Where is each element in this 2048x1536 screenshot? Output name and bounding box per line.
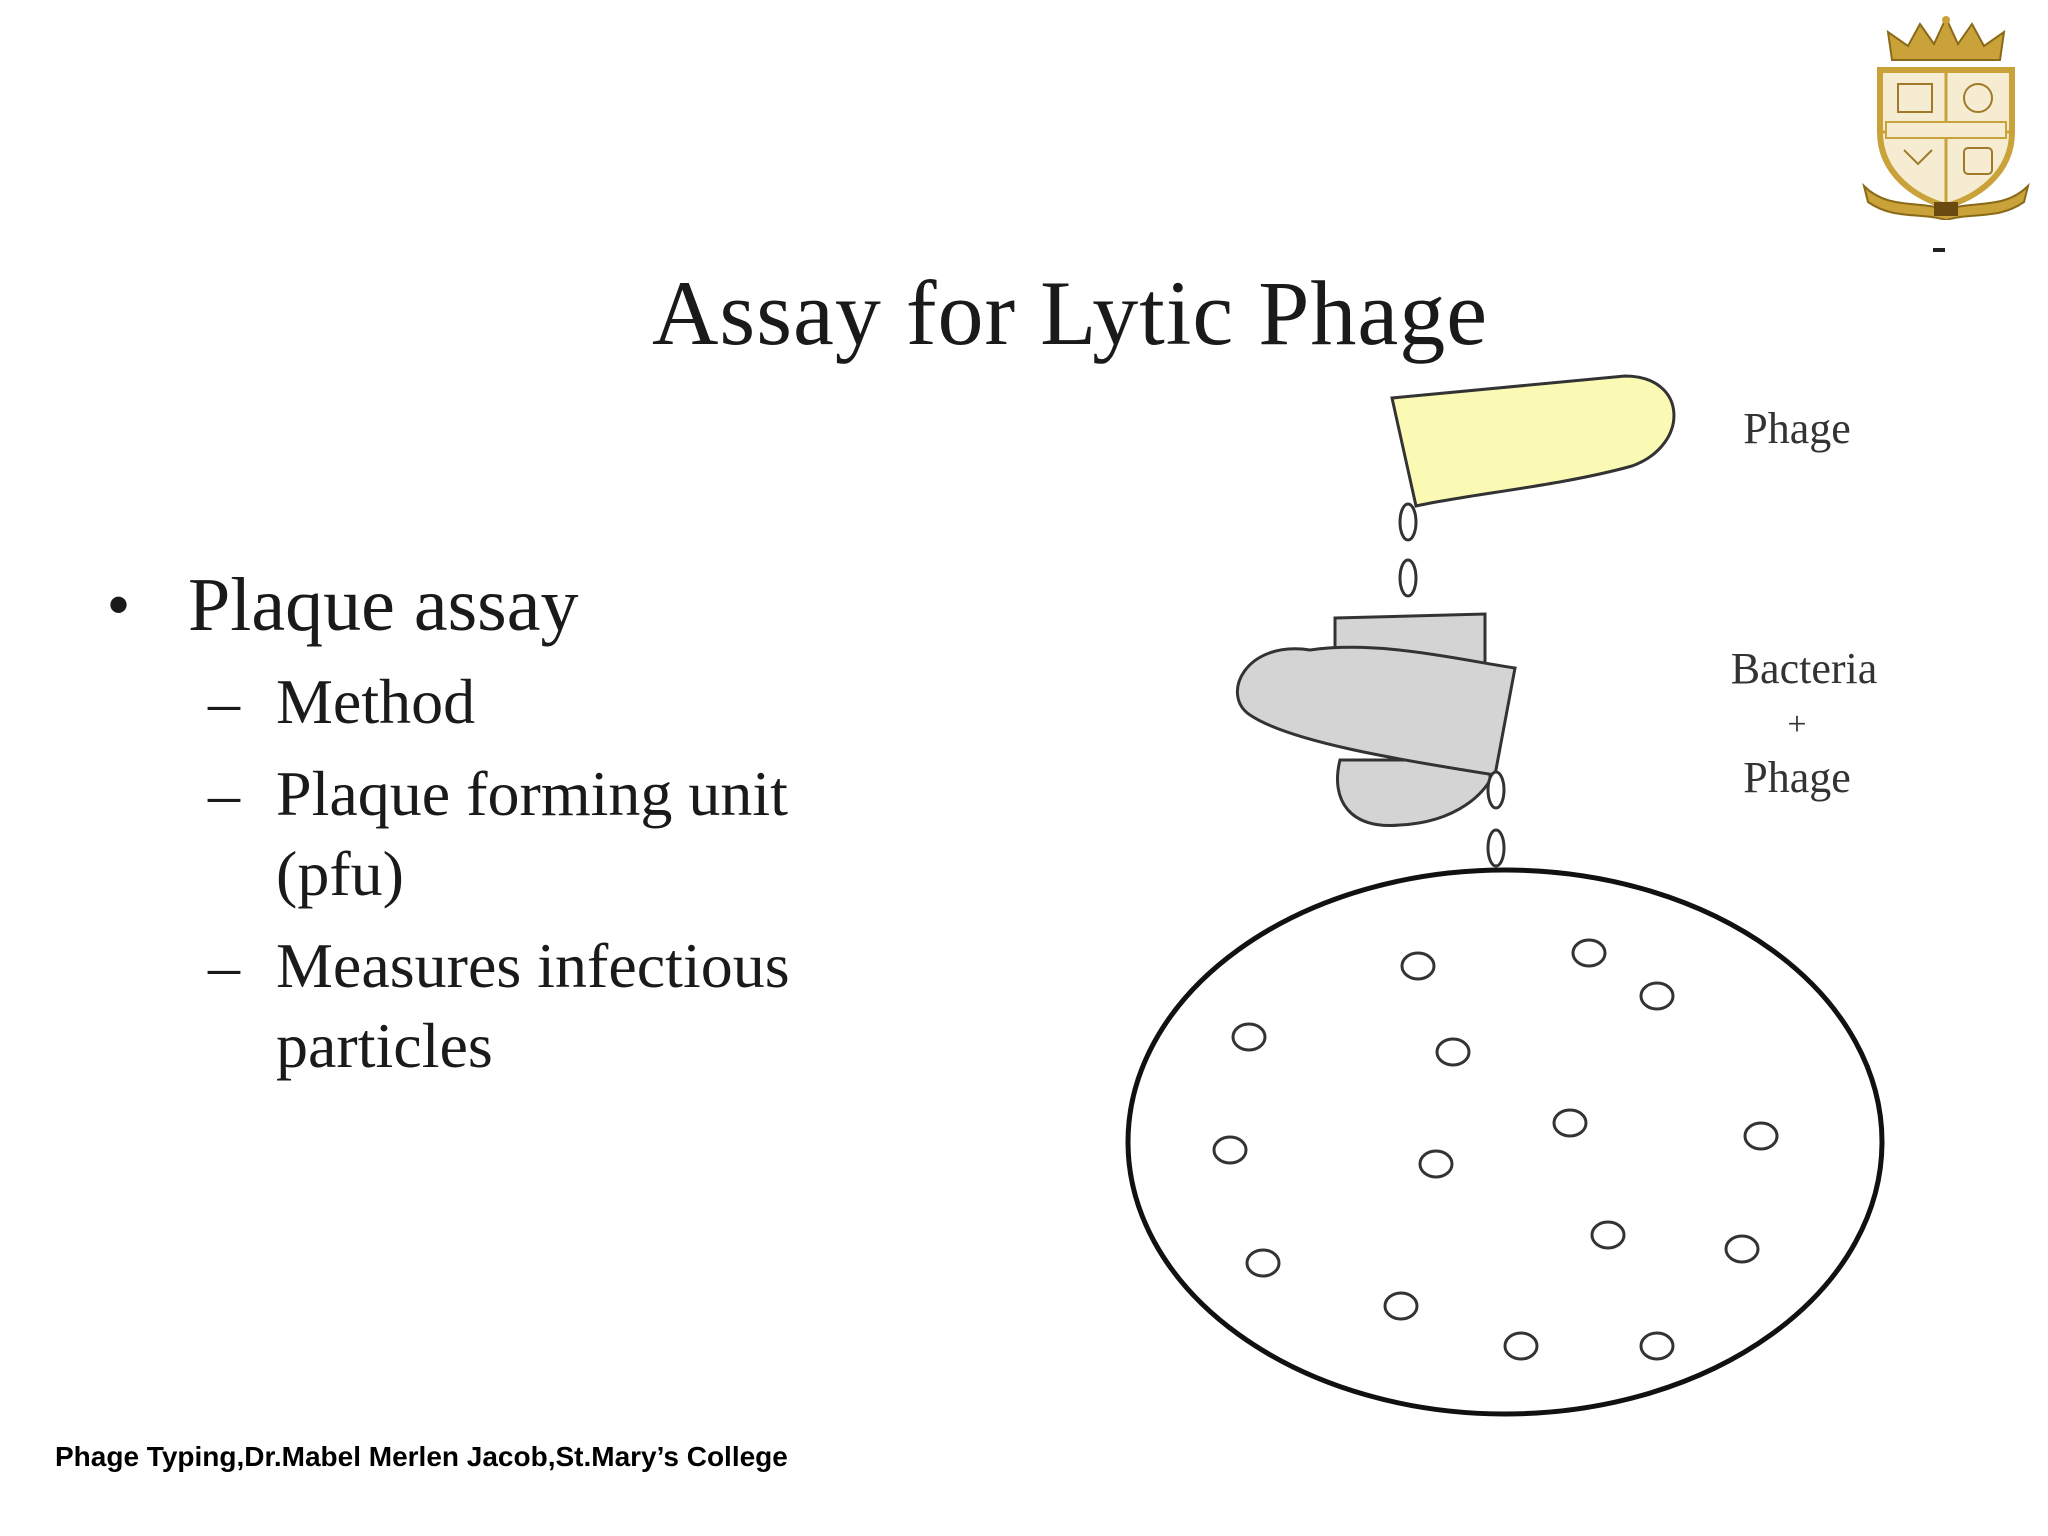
phage-label: Phage	[1743, 404, 1851, 453]
phage-label-2: Phage	[1743, 753, 1851, 802]
subbullet-item: – Method	[100, 662, 1000, 742]
plaque	[1418, 1149, 1454, 1179]
plaque	[1724, 1234, 1760, 1264]
bullet-item: • Plaque assay	[100, 560, 1000, 650]
plaque	[1212, 1135, 1248, 1165]
subbullet-item: – Measures infectious particles	[100, 926, 1000, 1086]
plaque	[1571, 938, 1607, 968]
subbullet-text: Method	[276, 666, 476, 737]
small-dash-mark	[1933, 248, 1945, 252]
plaque	[1503, 1331, 1539, 1361]
plaque	[1435, 1037, 1471, 1067]
plaque	[1552, 1108, 1588, 1138]
bacteria-label: Bacteria	[1731, 644, 1878, 693]
phage-tube	[1390, 374, 1676, 508]
bacteria-tube-bottom	[1336, 758, 1492, 828]
subbullet-text: particles	[276, 1010, 493, 1081]
bacteria-drop	[1486, 828, 1506, 868]
plaque	[1383, 1291, 1419, 1321]
plaque	[1639, 1331, 1675, 1361]
plaques	[1212, 938, 1779, 1361]
subbullet-text: Measures infectious	[276, 930, 790, 1001]
college-crest-icon	[1862, 15, 2030, 220]
subbullet-marker: –	[208, 930, 240, 1001]
plaque	[1245, 1248, 1281, 1278]
plaque	[1400, 951, 1436, 981]
subbullet-text: (pfu)	[276, 838, 404, 909]
plaque	[1231, 1022, 1267, 1052]
bullet-list: • Plaque assay – Method – Plaque forming…	[100, 560, 1000, 1098]
subbullet-marker: –	[208, 758, 240, 829]
plaque	[1743, 1121, 1779, 1151]
bacteria-drop	[1486, 770, 1506, 810]
subbullet-marker: –	[208, 666, 240, 737]
subbullet-item: – Plaque forming unit (pfu)	[100, 754, 1000, 914]
bullet-marker: •	[108, 571, 130, 638]
bullet-text: Plaque assay	[188, 563, 579, 647]
phage-drop	[1398, 558, 1418, 598]
plaque	[1590, 1220, 1626, 1250]
bacteria-tube	[1235, 645, 1517, 777]
slide-title: Assay for Lytic Phage	[651, 262, 1489, 364]
plus-label: +	[1787, 706, 1806, 743]
petri-dish	[1125, 867, 1885, 1417]
footer-text: Phage Typing,Dr.Mabel Merlen Jacob,St.Ma…	[55, 1441, 788, 1472]
phage-drop	[1398, 502, 1418, 542]
subbullet-text: Plaque forming unit	[276, 758, 788, 829]
plaque	[1639, 981, 1675, 1011]
